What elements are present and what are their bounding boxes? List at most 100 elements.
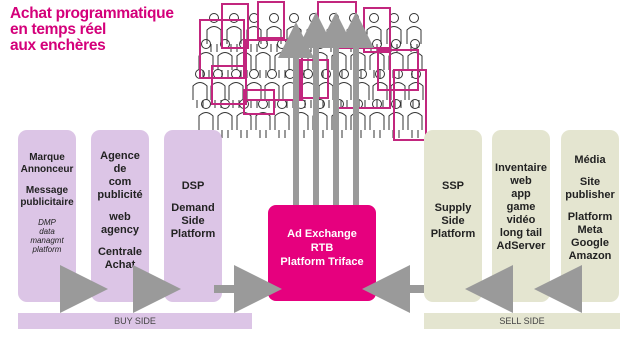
person-head-icon bbox=[201, 39, 211, 49]
person-body-icon bbox=[312, 112, 328, 138]
person-body-icon bbox=[246, 82, 262, 108]
person-head-icon bbox=[249, 69, 259, 79]
person-head-icon bbox=[321, 69, 331, 79]
box-line: Message bbox=[25, 185, 69, 196]
box-line: publisher bbox=[565, 189, 615, 201]
person-body-icon bbox=[407, 52, 423, 78]
person-body-icon bbox=[350, 112, 366, 138]
exchange-line: Platform Triface bbox=[280, 256, 364, 268]
person-body-icon bbox=[388, 112, 404, 138]
person-head-icon bbox=[329, 13, 339, 23]
person-head-icon bbox=[391, 39, 401, 49]
diagram-title: Achat programmatique en temps réel aux e… bbox=[10, 6, 210, 54]
box-line: Marque bbox=[29, 152, 65, 163]
person-body-icon bbox=[206, 26, 222, 52]
person-head-icon bbox=[267, 69, 277, 79]
person-head-icon bbox=[369, 13, 379, 23]
box-line: web bbox=[109, 211, 131, 223]
box-line: Platform bbox=[430, 228, 476, 240]
target-frame-icon bbox=[257, 1, 285, 39]
person-head-icon bbox=[375, 69, 385, 79]
person-body-icon bbox=[312, 52, 328, 78]
exchange-line: RTB bbox=[310, 242, 334, 254]
person-body-icon bbox=[369, 112, 385, 138]
person-body-icon bbox=[274, 52, 290, 78]
person-body-icon bbox=[293, 112, 309, 138]
box-line: Site bbox=[579, 176, 601, 188]
box-line: managmt bbox=[30, 236, 64, 245]
person-body-icon bbox=[282, 82, 298, 108]
box-line: Google bbox=[571, 237, 609, 249]
person-body-icon bbox=[336, 82, 352, 108]
person-body-icon bbox=[318, 82, 334, 108]
target-frame-icon bbox=[199, 19, 245, 79]
target-frame-icon bbox=[221, 3, 249, 49]
box-line: Achat bbox=[104, 259, 136, 271]
target-frame-icon bbox=[393, 69, 427, 141]
person-head-icon bbox=[349, 13, 359, 23]
ssp-box: SSP Supply Side Platform bbox=[424, 130, 482, 302]
box-line: Amazon bbox=[568, 250, 612, 262]
person-body-icon bbox=[255, 52, 271, 78]
person-head-icon bbox=[339, 69, 349, 79]
box-line: SSP bbox=[441, 180, 464, 192]
person-head-icon bbox=[269, 13, 279, 23]
box-line: data bbox=[39, 227, 55, 236]
person-head-icon bbox=[410, 39, 420, 49]
target-frame-icon bbox=[211, 65, 247, 105]
person-body-icon bbox=[236, 112, 252, 138]
box-line: de bbox=[113, 163, 127, 175]
box-line: Side bbox=[441, 215, 465, 227]
box-line: web bbox=[510, 175, 532, 187]
person-head-icon bbox=[229, 13, 239, 23]
box-line: game bbox=[506, 201, 536, 213]
title-line: Achat programmatique bbox=[10, 5, 174, 22]
person-body-icon bbox=[407, 112, 423, 138]
annonceur-box: Marque Annonceur Message publicitaire DM… bbox=[18, 130, 76, 302]
person-head-icon bbox=[201, 99, 211, 109]
box-line: agency bbox=[101, 224, 139, 236]
ad-exchange-box: Ad Exchange RTB Platform Triface bbox=[268, 205, 376, 301]
person-head-icon bbox=[391, 99, 401, 109]
person-body-icon bbox=[198, 52, 214, 78]
inventaire-box: Inventaire web app game vidéo long tail … bbox=[492, 130, 550, 302]
box-line: DMP bbox=[38, 218, 56, 227]
dsp-box: DSP Demand Side Platform bbox=[164, 130, 222, 302]
target-frame-icon bbox=[243, 89, 275, 115]
buy-side-bar: BUY SIDE bbox=[18, 313, 252, 329]
person-head-icon bbox=[409, 13, 419, 23]
box-line: platform bbox=[32, 245, 62, 254]
media-box: Média Site publisher Platform Meta Googl… bbox=[561, 130, 619, 302]
box-line: Centrale bbox=[97, 246, 143, 258]
person-body-icon bbox=[408, 82, 424, 108]
target-frame-icon bbox=[299, 59, 329, 99]
person-body-icon bbox=[388, 52, 404, 78]
box-line: long tail bbox=[499, 227, 543, 239]
box-line: AdServer bbox=[496, 240, 546, 252]
title-line: en temps réel bbox=[10, 21, 107, 38]
box-line: Annonceur bbox=[20, 164, 74, 175]
box-line: Meta bbox=[577, 224, 603, 236]
box-line: Supply bbox=[434, 202, 472, 214]
person-head-icon bbox=[410, 99, 420, 109]
person-body-icon bbox=[372, 82, 388, 108]
person-body-icon bbox=[217, 112, 233, 138]
sell-side-bar: SELL SIDE bbox=[424, 313, 620, 329]
person-body-icon bbox=[331, 112, 347, 138]
person-body-icon bbox=[192, 82, 208, 108]
box-line: Platform bbox=[170, 228, 216, 240]
exchange-line: Ad Exchange bbox=[287, 228, 357, 240]
box-line: vidéo bbox=[506, 214, 536, 226]
box-line: app bbox=[511, 188, 531, 200]
person-head-icon bbox=[357, 69, 367, 79]
agence-box: Agence de com publicité web agency Centr… bbox=[91, 130, 149, 302]
person-head-icon bbox=[303, 69, 313, 79]
box-line: Demand bbox=[171, 202, 215, 214]
person-body-icon bbox=[300, 82, 316, 108]
box-line: com bbox=[108, 176, 132, 188]
box-line: DSP bbox=[181, 180, 205, 192]
box-line: Side bbox=[181, 215, 205, 227]
person-body-icon bbox=[274, 112, 290, 138]
box-line: Inventaire bbox=[495, 162, 547, 174]
person-body-icon bbox=[255, 112, 271, 138]
